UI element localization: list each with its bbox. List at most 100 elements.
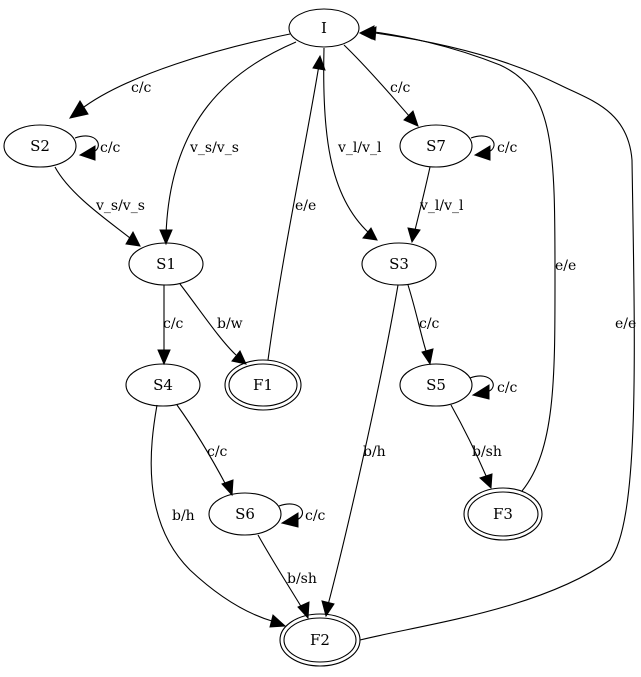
state-shape [208, 492, 282, 536]
state-shape [3, 124, 77, 168]
edge-i-s3: v_l/v_l [323, 47, 382, 241]
edge-label: e/e [615, 316, 636, 332]
state-node-s7: S7 [399, 124, 473, 168]
edge-label: b/sh [472, 444, 502, 460]
state-shape [224, 359, 302, 411]
arrowhead-icon [360, 26, 377, 41]
edge-s1-s4: c/c [157, 285, 184, 366]
state-node-f2: F2 [279, 613, 361, 667]
edge-s2-s2: c/c [74, 135, 121, 161]
arrowhead-icon [231, 350, 247, 365]
edge-line [343, 44, 411, 118]
edge-s6-f2: b/sh [257, 534, 317, 620]
state-label: I [321, 19, 327, 37]
state-node-i: I [288, 8, 360, 48]
edge-f1-i: e/e [267, 54, 326, 361]
final-state-ring [283, 617, 357, 663]
edge-s6-s6: c/c [278, 503, 326, 528]
edge-label: e/e [555, 258, 576, 274]
arrowhead-icon [362, 227, 378, 241]
edge-line [79, 33, 291, 111]
edge-label: b/h [172, 508, 195, 524]
state-label: S2 [30, 137, 50, 155]
edge-line [150, 404, 276, 623]
edge-label: c/c [305, 508, 326, 524]
state-node-s1: S1 [128, 242, 204, 286]
edge-s7-s3: v_l/v_l [407, 166, 464, 244]
arrowhead-icon [297, 601, 310, 620]
state-label: S6 [235, 505, 255, 523]
state-node-s4: S4 [125, 363, 201, 407]
edge-line [278, 503, 303, 521]
arrowhead-icon [473, 145, 491, 161]
state-node-f3: F3 [463, 487, 543, 541]
edge-s3-f2: b/h [321, 284, 399, 618]
edge-line [407, 284, 428, 355]
arrowhead-icon [280, 512, 299, 528]
arrowhead-icon [269, 614, 287, 628]
state-node-s2: S2 [3, 124, 77, 168]
state-label: S1 [156, 255, 176, 273]
edge-s3-s5: c/c [407, 284, 440, 366]
state-shape [399, 363, 473, 407]
state-shape [125, 363, 201, 407]
final-state-ring [467, 491, 539, 537]
state-node-s6: S6 [208, 492, 282, 536]
state-shape [128, 242, 204, 286]
edge-label: c/c [497, 140, 518, 156]
edge-s4-s6: c/c [176, 404, 234, 497]
edge-label: v_s/v_s [189, 140, 239, 156]
arrowhead-icon [479, 473, 493, 490]
edge-label: v_l/v_l [419, 198, 464, 214]
arrowhead-icon [125, 230, 141, 247]
edge-line [176, 404, 227, 486]
edge-line [257, 534, 303, 609]
edge-label: c/c [497, 380, 518, 396]
edge-line [54, 166, 131, 239]
edge-line [267, 64, 320, 361]
final-state-ring [228, 363, 298, 407]
edge-line [359, 32, 635, 641]
edge-label: c/c [100, 140, 121, 156]
edge-s2-s1: v_s/v_s [54, 166, 145, 247]
edge-line [450, 404, 488, 479]
edge-s1-f1: b/w [179, 283, 247, 365]
arrowhead-icon [421, 348, 434, 366]
edge-line [179, 283, 237, 356]
edge-line [469, 375, 494, 393]
state-label: S4 [153, 376, 173, 394]
state-label: S3 [389, 255, 409, 273]
state-label: S5 [426, 376, 446, 394]
state-label: F1 [253, 376, 273, 394]
state-shape [463, 487, 543, 541]
arrowhead-icon [403, 110, 419, 127]
state-label: F3 [493, 505, 513, 523]
arrowhead-icon [68, 100, 89, 119]
edge-label: b/sh [287, 571, 317, 587]
state-label: S7 [426, 137, 446, 155]
state-node-s3: S3 [361, 242, 437, 286]
edge-label: c/c [419, 316, 440, 332]
edge-line [327, 284, 399, 606]
arrowhead-icon [157, 349, 171, 366]
arrowhead-icon [312, 54, 326, 71]
edge-i-s1: v_s/v_s [159, 41, 297, 246]
edge-s4-f2: b/h [150, 404, 287, 628]
state-label: F2 [310, 631, 330, 649]
state-node-s5: S5 [399, 363, 473, 407]
edge-i-s2: c/c [68, 33, 291, 119]
state-node-f1: F1 [224, 359, 302, 411]
arrowhead-icon [159, 229, 173, 246]
edge-label: c/c [131, 80, 152, 96]
edge-s5-s5: c/c [469, 375, 518, 400]
edge-line [366, 30, 556, 492]
arrowhead-icon [321, 600, 335, 618]
edge-s7-s7: c/c [470, 135, 518, 161]
edge-label: e/e [295, 198, 316, 214]
state-shape [288, 8, 360, 48]
edge-s5-f3: b/sh [450, 404, 502, 490]
arrowhead-icon [471, 384, 490, 400]
